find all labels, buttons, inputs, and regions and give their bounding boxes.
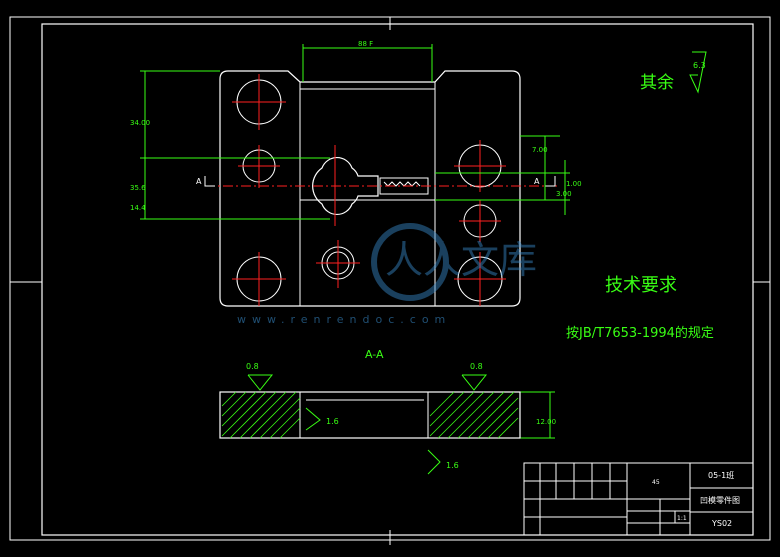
title-part-name: 凹模零件图	[700, 495, 740, 505]
finish-1: 0.8	[246, 362, 259, 371]
watermark: 人人文库	[371, 223, 537, 301]
title-block	[523, 462, 754, 536]
center-lines	[205, 74, 560, 306]
watermark-url: www.renrendoc.com	[237, 313, 452, 326]
finish-4: 1.6	[446, 461, 459, 470]
finish-2: 0.8	[470, 362, 483, 371]
inner-frame	[41, 23, 754, 536]
roughness-value: 6.3	[693, 61, 706, 70]
dim-right-upper: 7.00	[532, 146, 548, 154]
title-drawing-no: YS02	[711, 519, 732, 528]
dim-section-thickness: 12.00	[536, 418, 556, 426]
finish-3: 1.6	[326, 417, 339, 426]
cavity-outline	[299, 81, 436, 307]
tech-requirements-title: 技术要求	[605, 275, 677, 296]
hatch-right	[429, 391, 519, 439]
dim-right-lower: 3.00	[556, 190, 572, 198]
dim-top-width: 88 F	[358, 40, 373, 48]
die-plate-outline	[219, 70, 521, 307]
cut-mark-right: A	[534, 177, 540, 186]
key-shank	[379, 177, 429, 195]
section-view	[219, 391, 521, 439]
title-scale: 1:1	[677, 515, 687, 522]
key-cavity	[312, 156, 379, 216]
dim-right-lower2: 1.00	[566, 180, 582, 188]
dim-left-bottom: 14.4	[130, 204, 146, 212]
dimension-lines	[140, 44, 707, 475]
hatch-left	[221, 391, 301, 439]
title-school: 05-1班	[708, 470, 734, 480]
cut-markers	[204, 176, 556, 187]
watermark-logo	[371, 223, 449, 301]
watermark-text: 人人文库	[385, 238, 537, 282]
section-label: A-A	[365, 348, 384, 361]
roughness-label: 其余	[640, 73, 674, 93]
tech-requirements-note: 按JB/T7653-1994的规定	[566, 325, 714, 341]
title-material: 45	[652, 479, 660, 486]
dim-left-height: 34.00	[130, 119, 150, 127]
cut-mark-left: A	[196, 177, 202, 186]
dim-left-lower: 35.6	[130, 184, 146, 192]
key-teeth	[383, 181, 421, 187]
